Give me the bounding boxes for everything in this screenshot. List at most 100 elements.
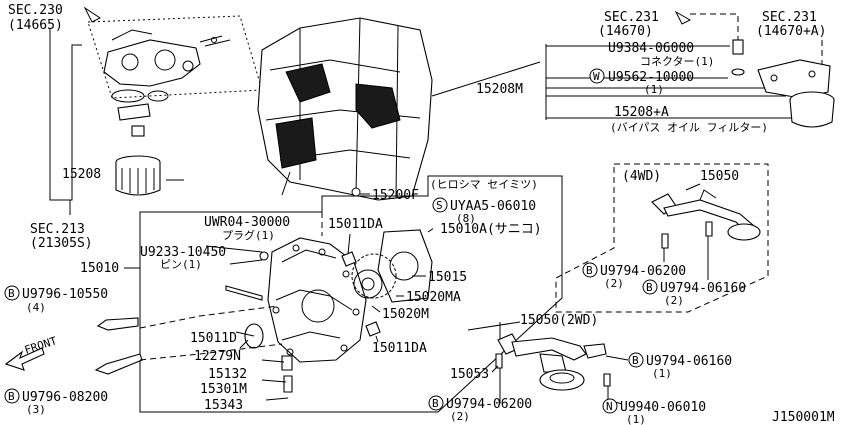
marker-b: B: [632, 354, 639, 367]
screw-marker-icon: [432, 197, 448, 213]
label-u9796-10550-qty: (4): [26, 301, 46, 314]
marker-w: W: [593, 70, 600, 83]
dashed-leader: [139, 305, 279, 329]
bracket-line: [545, 44, 796, 120]
label-sec213-code: (21305S): [30, 236, 93, 251]
label-15053: 15053: [450, 367, 489, 382]
bolt-marker-icon: [582, 262, 598, 278]
oil-strainer-2wd-illustration: [497, 333, 607, 391]
label-u9233: U9233-10450: [140, 245, 226, 260]
label-u9794-06160-a-qty: (2): [664, 294, 684, 307]
label-15343: 15343: [204, 398, 243, 413]
diagram-id: J150001M: [772, 410, 835, 425]
label-uyaa5-qty: (8): [456, 212, 476, 225]
spacer-15011da: [341, 251, 357, 267]
label-u9794-06200-a-qty: (2): [604, 277, 624, 290]
washer-marker-icon: [589, 68, 605, 84]
leader-line: [431, 61, 541, 97]
label-u9233-note: ピン(1): [160, 258, 202, 271]
leader-line: [239, 339, 249, 349]
marker-n: N: [606, 400, 613, 413]
nut-2wd: [603, 373, 611, 387]
label-sec230-code: (14665): [8, 18, 63, 33]
bolt-marker-icon: [428, 395, 444, 411]
label-15020ma: 15020MA: [406, 290, 461, 305]
label-u9562: U9562-10000: [608, 70, 694, 85]
leader-line: [235, 331, 255, 337]
label-15208: 15208: [62, 167, 101, 182]
marker-b: B: [432, 397, 439, 410]
bypass-oil-filter-illustration: [731, 39, 835, 128]
leader-line: [205, 245, 263, 253]
leader-line: [371, 305, 381, 313]
marker-s: S: [436, 199, 443, 212]
label-u9794-06200-b: U9794-06200: [446, 397, 532, 412]
label-sec231-a-code: (14670): [598, 24, 653, 39]
engine-block-illustration: [257, 17, 433, 201]
label-u9940-qty: (1): [626, 413, 646, 425]
label-u9384-note: コネクター(1): [640, 55, 714, 68]
part-labels: SEC.230 (14665) 15208 SEC.213 (21305S) S…: [4, 3, 835, 425]
spacer-15011da-b: [365, 321, 381, 337]
marker-b: B: [586, 264, 593, 277]
label-15050: 15050: [700, 169, 739, 184]
4wd-group-frame: [555, 163, 769, 313]
label-sec231-a: SEC.231: [604, 10, 659, 25]
leader-line: [491, 355, 629, 405]
label-hiroshima-note: (ヒロシマ セイミツ): [430, 178, 538, 191]
oil-pump-group-frame: [139, 175, 563, 413]
label-15010a: 15010A(サニコ): [440, 222, 542, 237]
bolt-u9796-10550-illustration: [96, 317, 139, 331]
bracket-line: [49, 28, 82, 201]
label-15015: 15015: [428, 270, 467, 285]
label-15208m: 15208M: [476, 82, 523, 97]
pump-rotor-illustration: [351, 229, 433, 303]
bolt-marker-icon: [642, 279, 658, 295]
label-u9794-06200-b-qty: (2): [450, 410, 470, 423]
label-u9384: U9384-06000: [608, 41, 694, 56]
water-pump-assembly-illustration: [87, 15, 263, 137]
label-15208a: 15208+A: [614, 105, 669, 120]
label-sec231-b: SEC.231: [762, 10, 817, 25]
label-15011da-b: 15011DA: [372, 341, 427, 356]
label-u9794-06160-b: U9794-06160: [646, 354, 732, 369]
connector-leader: [690, 13, 739, 40]
leader-line: [663, 183, 709, 280]
front-direction-arrow-icon: [4, 347, 45, 371]
dashed-leader: [139, 343, 283, 361]
bolt-4wd-b: [705, 221, 713, 237]
bolt-marker-icon: [4, 388, 20, 404]
label-15208a-note: (バイパス オイル フィルター): [610, 121, 768, 134]
leader-line: [375, 335, 379, 343]
leader-line: [261, 379, 287, 383]
label-uwr04-note: プラグ(1): [222, 228, 275, 242]
arrow-marker-icon: [674, 10, 692, 25]
bolt-marker-icon: [4, 285, 20, 301]
label-15011d: 15011D: [190, 331, 237, 346]
leader-line: [229, 259, 263, 265]
bolt-2wd-a: [495, 353, 503, 369]
leader-line: [467, 321, 521, 340]
label-u9794-06160-a: U9794-06160: [660, 281, 746, 296]
bolt-4wd-a: [661, 233, 669, 249]
label-sec230: SEC.230: [8, 3, 63, 18]
label-u9794-06200-a: U9794-06200: [600, 264, 686, 279]
sleeve-15132: [281, 355, 293, 371]
label-u9796-08200-qty: (3): [26, 403, 46, 416]
label-4wd: (4WD): [622, 169, 661, 184]
nut-marker-icon: [602, 398, 618, 414]
leader-line: [265, 397, 289, 401]
label-15050-2wd: 15050(2WD): [520, 313, 598, 328]
marker-b: B: [8, 390, 15, 403]
dashed-leader: [427, 227, 435, 233]
bolt-u9796-08200-illustration: [94, 353, 143, 375]
marker-b: B: [646, 281, 653, 294]
plug-part: [259, 251, 269, 261]
front-cover-illustration: [267, 237, 367, 363]
dowel-15200f: [351, 187, 361, 197]
plug-15301m: [283, 375, 293, 393]
leader-line: [347, 233, 351, 255]
label-u9796-10550: U9796-10550: [22, 287, 108, 302]
label-15011da-a: 15011DA: [328, 217, 383, 232]
label-sec231-b-code: (14670+A): [756, 24, 826, 39]
